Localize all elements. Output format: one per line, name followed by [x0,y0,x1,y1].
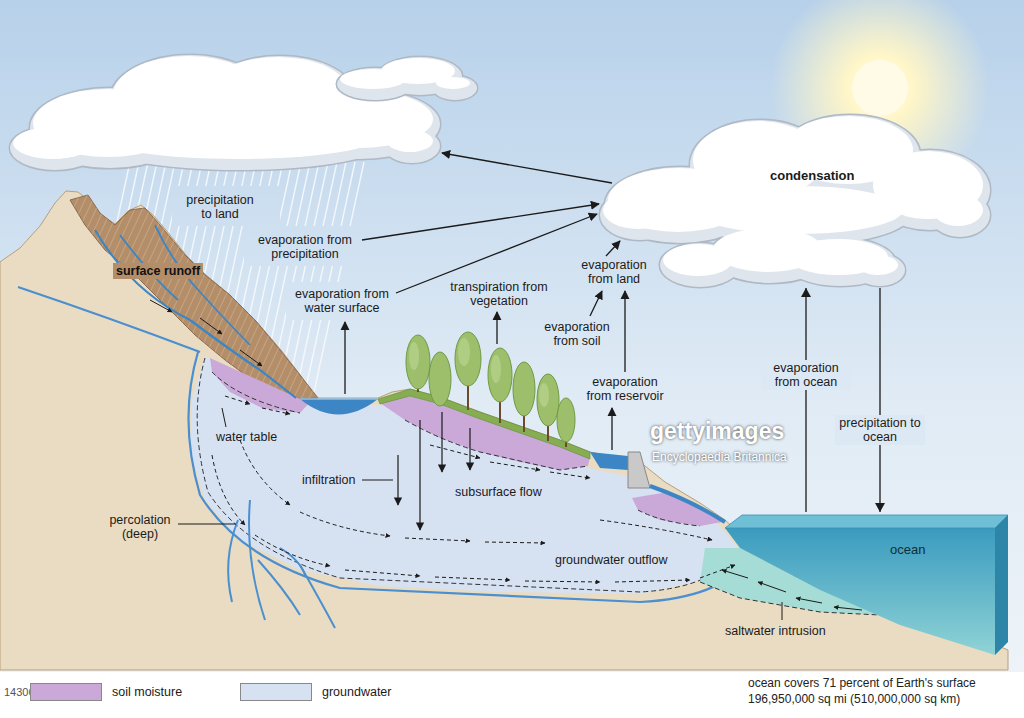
legend-label: groundwater [322,685,392,699]
part-label: subsurface flow [455,485,542,499]
ocean-surface [725,515,1008,528]
connector-line [879,288,880,512]
cloud-outline [90,110,390,170]
ocean-side-face [995,515,1008,655]
cloud-puff [693,186,903,234]
cloud-shade [384,129,440,163]
infiltration-arrows [398,412,470,530]
groundwater-zone [18,287,748,602]
arrowhead [875,503,885,512]
part-label: transpiration from vegetation [450,280,548,308]
watermark-text: gettyimages [650,418,784,444]
footnote-text: ocean covers 71 percent of Earth's surfa… [748,676,976,690]
watermark-text: Encyclopaedia Britannica [652,450,787,464]
node-outline [600,128,995,288]
flow-connector [875,288,885,512]
condensation-cloud: condensation [600,128,995,288]
part-label: saltwater intrusion [725,624,826,638]
cloud-shade [855,254,905,286]
edge-label: evaporation from ocean [761,360,851,390]
part-label: evaporation from soil [536,320,618,348]
cloud-puff [603,191,673,229]
connector-line [805,288,806,512]
part-label: precipitation to land [180,193,260,221]
cloud-shade [433,76,477,100]
legend-swatch [30,683,102,701]
clouds [10,55,477,170]
cloud-puff [933,194,983,226]
cloud-puff [93,111,383,159]
part-label: evaporation from land [573,258,655,286]
part-label: evaporation from reservoir [580,375,670,403]
ground-section [0,191,1008,670]
part-label: groundwater outflow [555,553,668,567]
surface-runoff-streams [95,225,296,398]
part-label: evaporation from water surface [292,287,392,315]
sky [0,0,1024,672]
cloud-outline [433,76,477,100]
evaporation-arrows [345,153,625,450]
cloud-puff [436,77,470,89]
legend-label: soil moisture [112,685,182,699]
node-label: condensation [770,168,855,183]
cloud-puff [13,127,93,159]
cloud-puff [387,130,433,152]
part-label: surface runoff [113,263,203,279]
rain-cloud [10,55,440,170]
cloud-shade [90,110,390,170]
small-cloud [337,57,477,100]
cloud-puff [858,255,898,275]
rain-streak [314,162,364,392]
part-label: percolation (deep) [105,513,175,541]
footnote-text: 196,950,000 sq mi (510,000,000 sq km) [748,692,960,706]
percolation-roots [228,500,335,628]
legend-swatch [240,683,312,701]
edge-label: precipitation to ocean [835,415,925,445]
ocean-front-face [725,528,995,655]
cloud-outline [855,254,905,286]
flow-connector [801,288,811,512]
part-label: infiltration [302,473,356,487]
rain-streak [305,162,355,392]
cloud-shape [600,115,990,287]
node-label: ocean [890,542,925,557]
cloud-outline [384,129,440,163]
arrowhead [801,288,811,297]
vegetated-hill [378,332,590,459]
part-label: evaporation from precipitation [250,233,360,261]
part-label: water table [216,430,277,444]
